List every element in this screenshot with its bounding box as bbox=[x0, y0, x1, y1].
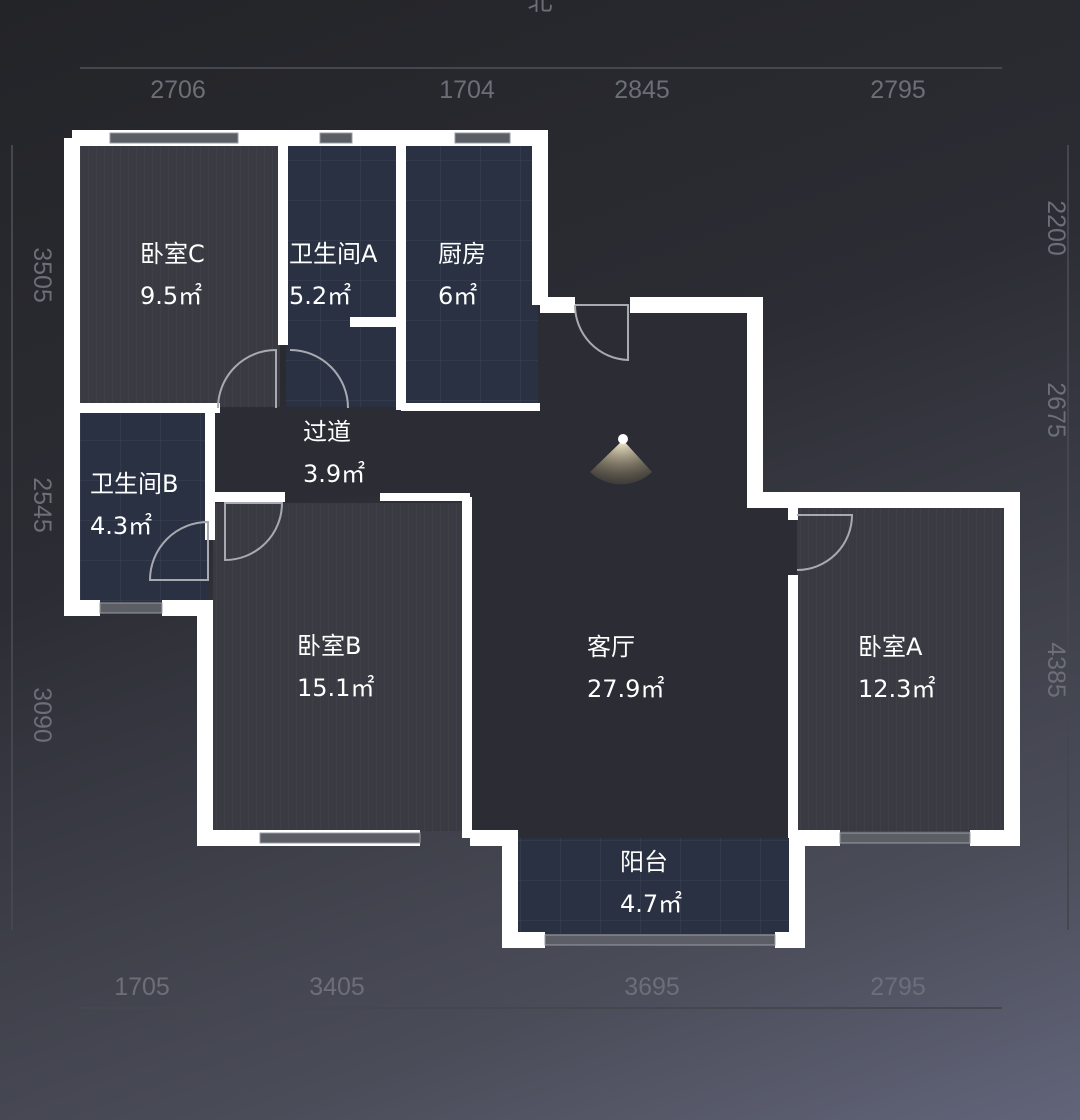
room-area: 5.2㎡ bbox=[289, 282, 351, 310]
room-hallway: 过道 3.9㎡ bbox=[303, 418, 365, 488]
kitchen-floor[interactable] bbox=[404, 145, 538, 407]
room-area: 4.7㎡ bbox=[620, 890, 682, 918]
dim-left-1: 3505 bbox=[28, 247, 56, 303]
dim-left-3: 3090 bbox=[28, 687, 56, 743]
dim-right-1: 2200 bbox=[1042, 200, 1070, 256]
dim-left-2: 2545 bbox=[28, 477, 56, 533]
dim-top-3: 2845 bbox=[614, 76, 670, 104]
bedroom-a-floor[interactable] bbox=[797, 508, 1005, 831]
dim-bottom-3: 3695 bbox=[624, 973, 680, 1001]
balcony-floor[interactable] bbox=[518, 838, 790, 934]
living-room-floor[interactable] bbox=[205, 305, 797, 838]
room-area: 4.3㎡ bbox=[90, 512, 152, 540]
room-bedroom-a: 卧室A 12.3㎡ bbox=[858, 633, 935, 703]
viewpoint-camera-icon[interactable] bbox=[590, 434, 652, 485]
dim-top-1: 2706 bbox=[150, 76, 206, 104]
room-name: 卧室C bbox=[140, 240, 205, 268]
room-name: 卧室A bbox=[858, 633, 923, 661]
bedroom-b-floor[interactable] bbox=[213, 503, 465, 831]
bathroom-b-floor[interactable] bbox=[80, 412, 208, 602]
dim-right-3: 4385 bbox=[1042, 642, 1070, 698]
dim-right-2: 2675 bbox=[1042, 382, 1070, 438]
room-kitchen: 厨房 6㎡ bbox=[438, 240, 486, 310]
room-bathroom-b: 卫生间B 4.3㎡ bbox=[90, 470, 178, 540]
room-name: 卧室B bbox=[297, 632, 361, 660]
dim-top-4: 2795 bbox=[870, 76, 926, 104]
bathroom-a-floor[interactable] bbox=[286, 145, 399, 407]
room-name: 卫生间B bbox=[90, 470, 178, 498]
room-area: 3.9㎡ bbox=[303, 460, 365, 488]
dim-top-2: 1704 bbox=[439, 76, 495, 104]
room-area: 6㎡ bbox=[438, 282, 477, 310]
room-bedroom-b: 卧室B 15.1㎡ bbox=[297, 632, 374, 702]
room-area: 9.5㎡ bbox=[140, 282, 202, 310]
room-name: 卫生间A bbox=[289, 240, 378, 268]
windows bbox=[99, 132, 971, 946]
room-balcony: 阳台 4.7㎡ bbox=[620, 848, 682, 918]
room-bathroom-a: 卫生间A 5.2㎡ bbox=[289, 240, 378, 310]
dim-bottom-1: 1705 bbox=[114, 973, 170, 1001]
room-name: 过道 bbox=[303, 418, 351, 446]
room-living-room: 客厅 27.9㎡ bbox=[587, 633, 664, 703]
dim-bottom-4: 2795 bbox=[870, 973, 926, 1001]
dim-bottom-2: 3405 bbox=[309, 973, 365, 1001]
room-area: 27.9㎡ bbox=[587, 675, 664, 703]
room-name: 客厅 bbox=[587, 633, 635, 661]
bedroom-c-floor[interactable] bbox=[80, 145, 280, 407]
north-label: 北 bbox=[527, 0, 552, 16]
doors[interactable] bbox=[148, 304, 854, 581]
dimension-lines bbox=[11, 67, 1069, 1009]
room-area: 12.3㎡ bbox=[858, 675, 935, 703]
room-bedroom-c: 卧室C 9.5㎡ bbox=[140, 240, 205, 310]
room-area: 15.1㎡ bbox=[297, 674, 374, 702]
room-name: 厨房 bbox=[438, 240, 486, 268]
room-name: 阳台 bbox=[620, 848, 668, 876]
